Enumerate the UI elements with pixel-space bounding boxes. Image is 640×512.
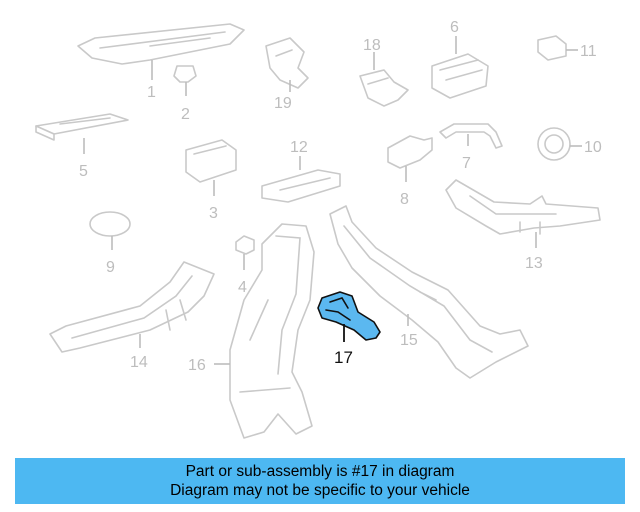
part-9: 9 (89, 211, 131, 276)
banner-line-2: Diagram may not be specific to your vehi… (170, 482, 470, 499)
banner-line-1: Part or sub-assembly is #17 in diagram (185, 463, 455, 480)
callout-3: 3 (209, 205, 218, 222)
part-16: 16 (188, 223, 315, 439)
info-banner: Part or sub-assembly is #17 in diagram D… (15, 458, 625, 504)
part-17-highlighted[interactable]: 17 (317, 291, 381, 367)
part-13: 13 (445, 179, 601, 272)
callout-12: 12 (290, 139, 308, 156)
part-18: 18 (359, 37, 409, 107)
callout-2: 2 (181, 106, 190, 123)
callout-1: 1 (147, 84, 156, 101)
part-19: 19 (265, 37, 309, 112)
callout-15: 15 (400, 332, 418, 349)
part-14: 14 (49, 261, 215, 371)
callout-18: 18 (363, 37, 381, 54)
part-12: 12 (261, 139, 341, 203)
callout-8: 8 (400, 191, 409, 208)
callout-5: 5 (79, 163, 88, 180)
callout-17: 17 (334, 348, 353, 367)
callout-19: 19 (274, 95, 292, 112)
callout-6: 6 (450, 19, 459, 36)
part-15: 15 (329, 205, 529, 379)
callout-14: 14 (130, 354, 148, 371)
callout-10: 10 (584, 139, 602, 156)
callout-16: 16 (188, 357, 206, 374)
part-4: 4 (235, 235, 255, 296)
part-2: 2 (173, 65, 197, 123)
part-1: 1 (77, 23, 245, 101)
callout-4: 4 (238, 279, 247, 296)
callout-7: 7 (462, 155, 471, 172)
part-10: 10 (537, 127, 602, 161)
callout-9: 9 (106, 259, 115, 276)
callout-11: 11 (580, 43, 597, 60)
callout-13: 13 (525, 255, 543, 272)
part-3: 3 (185, 139, 237, 222)
part-6: 6 (431, 19, 489, 99)
part-7: 7 (439, 123, 503, 172)
part-5: 5 (35, 113, 129, 180)
part-11: 11 (537, 35, 597, 61)
part-8: 8 (387, 135, 433, 208)
